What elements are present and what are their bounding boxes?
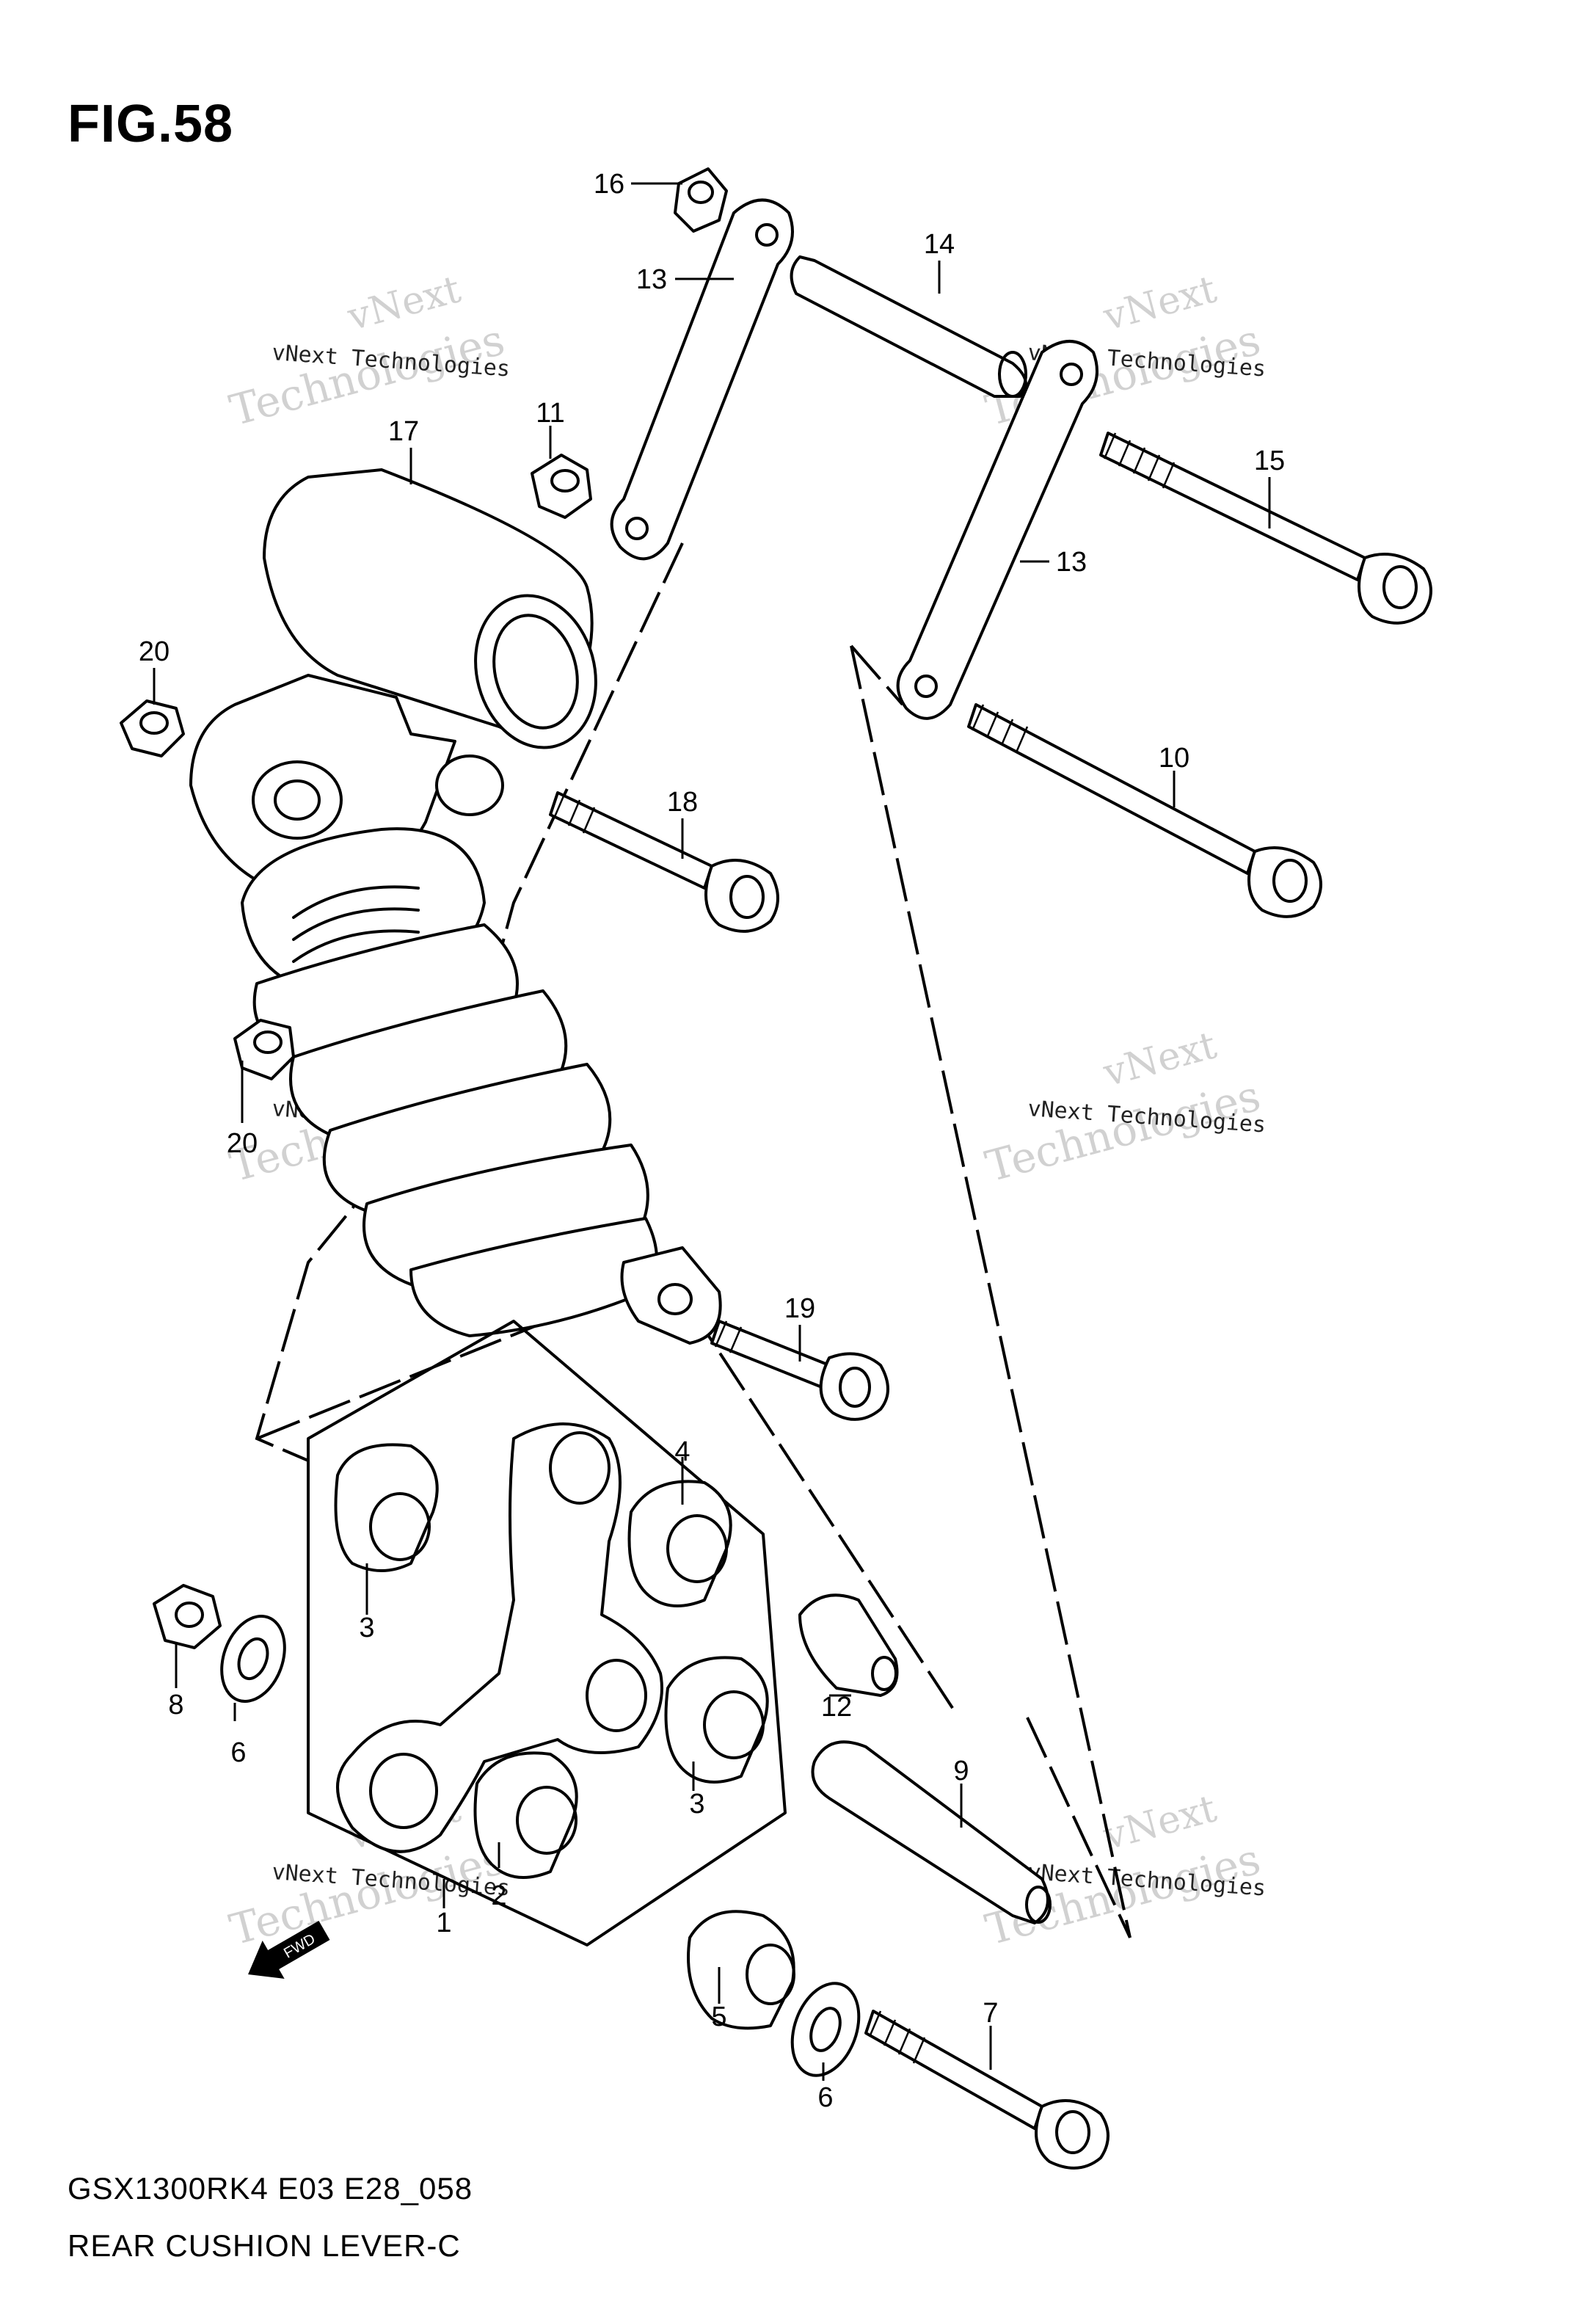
model-code: GSX1300RK4 E03 E28_058	[68, 2171, 473, 2206]
washer-6-left	[220, 1614, 286, 1704]
callout-3: 3	[359, 1613, 374, 1643]
callout-10: 10	[1159, 743, 1189, 774]
callout-16: 16	[594, 169, 624, 200]
bearing-3-left	[334, 1443, 439, 1572]
collar-5	[687, 1910, 795, 2030]
bearing-2	[473, 1751, 578, 1879]
nut-20-upper	[120, 699, 185, 757]
collar-12	[798, 1593, 899, 1697]
callout-17: 17	[388, 416, 419, 447]
callout-labels: 1 2 3 3 4 5 6 6 7 8 9 10 11 12 13 13 14 …	[139, 169, 1285, 2113]
watermark: vNext Technologies vNext Technologies	[225, 267, 511, 435]
callout-15: 15	[1254, 446, 1285, 476]
callout-12: 12	[821, 1692, 852, 1723]
bolt-7	[864, 2010, 1109, 2170]
bolt-18	[549, 791, 779, 933]
callout-6b: 6	[817, 2082, 833, 2113]
callout-13: 13	[636, 264, 667, 295]
washer-6-bottom	[790, 1982, 861, 2077]
figure-title: FIG.58	[68, 95, 234, 153]
watermark: vNext Technologies vNext Technologies	[980, 1023, 1267, 1191]
callout-7: 7	[983, 1998, 998, 2029]
bolt-19	[710, 1320, 889, 1421]
callout-2: 2	[491, 1880, 506, 1911]
callout-14: 14	[924, 229, 955, 260]
bolt-10	[967, 703, 1322, 918]
callout-3b: 3	[689, 1789, 704, 1820]
shock-absorber-17	[189, 468, 722, 1345]
callout-9: 9	[953, 1756, 969, 1786]
leader-lines	[153, 182, 1271, 2081]
bolt-15	[1099, 432, 1432, 625]
nut-16	[674, 167, 728, 233]
callout-6: 6	[230, 1737, 246, 1768]
callout-4: 4	[674, 1436, 690, 1467]
link-rod-upper	[610, 198, 794, 561]
callout-20b: 20	[227, 1128, 258, 1159]
figure-caption: REAR CUSHION LEVER-C	[68, 2228, 461, 2263]
callout-1: 1	[436, 1908, 451, 1938]
callout-8: 8	[168, 1690, 183, 1720]
callout-13b: 13	[1056, 547, 1087, 578]
nut-8	[153, 1584, 222, 1649]
bearing-4	[627, 1480, 732, 1607]
callout-18: 18	[667, 787, 698, 818]
link-rod-lower	[896, 340, 1098, 720]
nut-20-lower	[233, 1019, 295, 1080]
lever-assembly-outline	[307, 1320, 787, 1946]
callout-20: 20	[139, 636, 170, 667]
callout-19: 19	[784, 1293, 815, 1324]
cushion-lever-1	[336, 1422, 663, 1853]
collar-9	[811, 1740, 1052, 1924]
collar-14	[790, 255, 1027, 398]
callout-11: 11	[536, 398, 564, 429]
nut-11	[531, 454, 592, 519]
callout-5: 5	[711, 2002, 726, 2032]
bearing-3-right	[664, 1656, 769, 1784]
